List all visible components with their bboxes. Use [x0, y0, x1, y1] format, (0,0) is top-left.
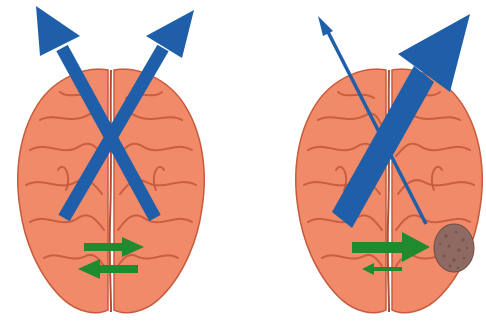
right-brain-midline — [388, 70, 389, 312]
left-brain — [18, 69, 205, 313]
left-brain-midline — [110, 70, 111, 312]
right-brain — [296, 69, 483, 313]
lesion — [434, 224, 474, 272]
